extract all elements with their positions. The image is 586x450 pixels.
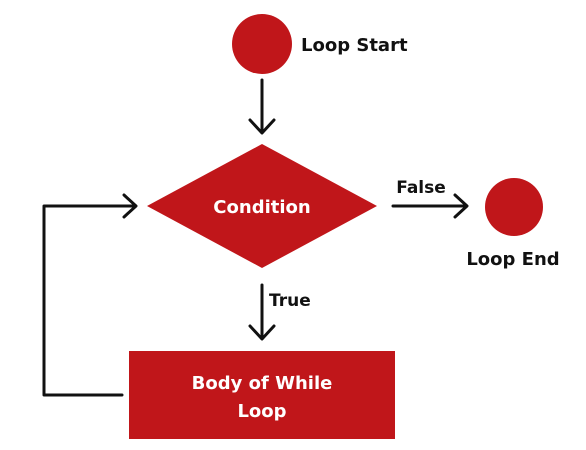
loop-end-label: Loop End — [466, 249, 559, 270]
loop-end-node — [485, 178, 543, 236]
arrow-condition-to-body — [248, 283, 276, 341]
loop-start-label: Loop Start — [301, 35, 408, 56]
loop-start-node — [232, 14, 292, 74]
arrow-start-to-condition — [248, 78, 276, 135]
loop-body-label-line1: Body of While — [192, 373, 333, 394]
false-edge-label: False — [396, 178, 446, 198]
condition-label: Condition — [213, 197, 310, 218]
true-edge-label: True — [269, 291, 311, 311]
arrow-condition-to-end — [391, 193, 469, 219]
loop-body-node — [129, 351, 395, 439]
loop-body-label-line2: Loop — [237, 401, 286, 422]
arrow-body-to-condition — [42, 193, 138, 397]
condition-node — [147, 144, 377, 268]
